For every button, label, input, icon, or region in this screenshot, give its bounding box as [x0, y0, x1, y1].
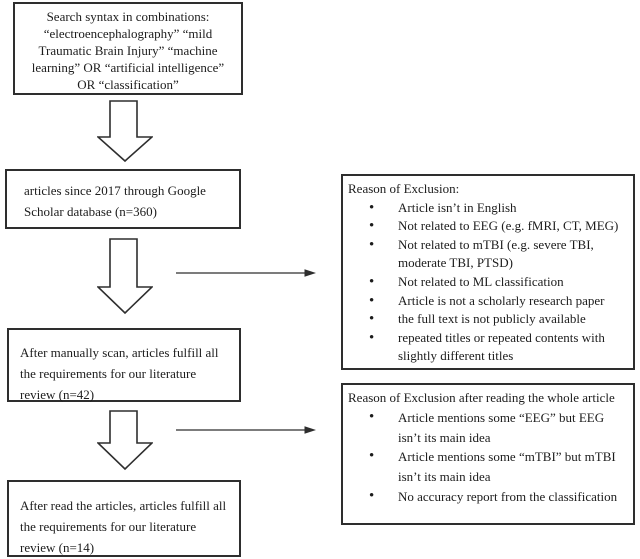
exclusion-item-text: repeated titles or repeated contents wit… — [398, 329, 605, 364]
exclusion-item: Not related to ML classification — [369, 273, 629, 292]
flow-arrow-down-3 — [97, 410, 153, 471]
exclusion-item: Article isn’t in English — [369, 199, 629, 218]
search-syntax-line-5: OR “classification” — [77, 77, 179, 92]
exclusion-item: Article mentions some “mTBI” but mTBI is… — [369, 447, 629, 487]
exclusion-item-text: Article isn’t in English — [398, 199, 517, 215]
exclusion-title-2: Reason of Exclusion after reading the wh… — [348, 390, 615, 405]
exclusion-item: Article mentions some “EEG” but EEG isn’… — [369, 408, 629, 448]
search-syntax-line-3: Traumatic Brain Injury” “machine — [38, 43, 218, 58]
exclusion-item: Article is not a scholarly research pape… — [369, 292, 629, 311]
database-results-text: articles since 2017 through Google Schol… — [24, 183, 206, 219]
exclusion-item-text: Article mentions some “EEG” but EEG isn’… — [398, 409, 605, 445]
exclusion-list-1: Article isn’t in English Not related to … — [348, 199, 629, 366]
exclusion-item-text: No accuracy report from the classificati… — [398, 488, 618, 504]
manual-scan-box: After manually scan, articles fulfill al… — [7, 328, 241, 402]
flow-arrow-down-2 — [97, 238, 153, 315]
search-syntax-line-1: Search syntax in combinations: — [46, 9, 210, 24]
exclusion-arrow-right-2 — [176, 426, 316, 434]
exclusion-item: No accuracy report from the classificati… — [369, 487, 629, 507]
exclusion-item-text: Not related to ML classification — [398, 273, 564, 289]
manual-scan-text: After manually scan, articles fulfill al… — [20, 345, 219, 402]
exclusion-list-2: Article mentions some “EEG” but EEG isn’… — [348, 408, 629, 507]
exclusion-item: Not related to mTBI (e.g. severe TBI, mo… — [369, 236, 629, 273]
full-read-box: After read the articles, articles fulfil… — [7, 480, 241, 557]
exclusion-arrow-right-1 — [176, 269, 316, 277]
search-syntax-line-4: learning” OR “artificial intelligence” — [31, 60, 225, 75]
exclusion-item-text: Not related to EEG (e.g. fMRI, CT, MEG) — [398, 218, 619, 234]
search-syntax-line-2: “electroencephalography” “mild — [43, 26, 213, 41]
exclusion-title-1: Reason of Exclusion: — [348, 181, 460, 196]
database-results-box: articles since 2017 through Google Schol… — [5, 169, 241, 229]
flow-arrow-down-1 — [97, 100, 153, 163]
exclusion-reasons-box-1: Reason of Exclusion: Article isn’t in En… — [341, 174, 635, 370]
exclusion-item-text: the full text is not publicly available — [398, 311, 586, 327]
exclusion-reasons-box-2: Reason of Exclusion after reading the wh… — [341, 383, 635, 525]
exclusion-item: the full text is not publicly available — [369, 310, 629, 329]
exclusion-item-text: Article is not a scholarly research pape… — [398, 292, 605, 308]
exclusion-item: Not related to EEG (e.g. fMRI, CT, MEG) — [369, 217, 629, 236]
full-read-text: After read the articles, articles fulfil… — [20, 498, 227, 555]
exclusion-item: repeated titles or repeated contents wit… — [369, 329, 629, 366]
search-syntax-box: Search syntax in combinations: “electroe… — [13, 2, 243, 95]
exclusion-item-text: Article mentions some “mTBI” but mTBI is… — [398, 449, 616, 485]
exclusion-item-text: Not related to mTBI (e.g. severe TBI, mo… — [398, 236, 594, 271]
